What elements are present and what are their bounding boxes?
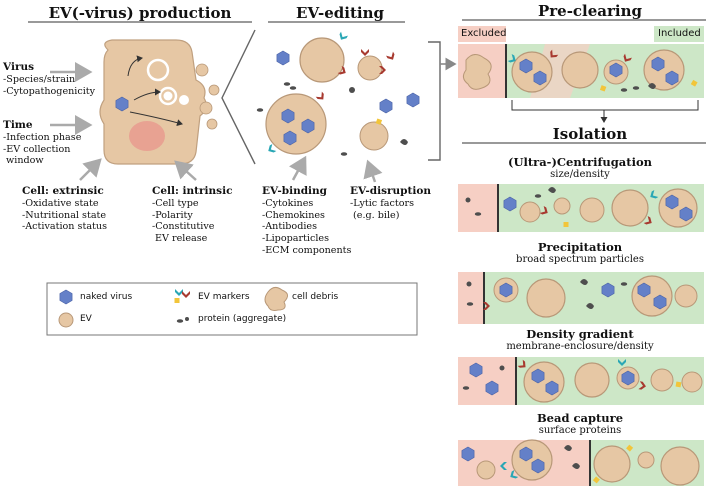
method-name: Bead capture [536,411,624,425]
virus-heading: Virus [3,61,35,73]
method-desc: broad spectrum particles [516,254,644,265]
production-title: EV(-virus) production [48,4,232,22]
ev-binding-factors: EV-binding -Cytokines -Chemokines -Antib… [262,185,352,257]
intrinsic-item: -Constitutive [152,221,215,233]
method-name: Precipitation [537,240,623,254]
preclearing-strip [458,26,704,98]
legend-protein-label: protein (aggregate) [198,314,287,324]
strip-density-gradient [458,357,704,405]
ev-disruption-heading: EV-disruption [350,185,431,197]
isolation-bracket [511,100,699,111]
arrow-intrinsic [174,160,197,181]
editing-bracket [428,41,441,161]
excluded-label: Excluded [461,28,507,39]
strip-bead-capture [458,439,704,486]
extrinsic-heading: Cell: extrinsic [22,185,104,197]
time-item: -Infection phase [3,131,82,143]
preclearing-title: Pre-clearing [537,2,643,20]
ev-disruption-factors: EV-disruption -Lytic factors (e.g. bile) [350,185,431,221]
method-desc: size/density [550,169,610,180]
ev-binding-item: -Chemokines [262,209,325,221]
extrinsic-item: -Activation status [22,221,107,233]
time-heading: Time [3,119,33,131]
editing-title: EV-editing [296,4,384,22]
virus-item: -Cytopathogenicity [3,85,96,97]
legend-ev-label: EV [80,314,92,324]
intrinsic-item: -Cell type [152,197,199,209]
intrinsic-item: -Polarity [152,209,193,221]
extrinsic-item: -Nutritional state [22,209,107,221]
ev-binding-item: -Cytokines [262,197,314,209]
arrow-binding [289,155,307,181]
intrinsic-item: EV release [152,233,208,245]
time-factors: Time -Infection phase -EV collection win… [3,119,82,167]
legend-protein-symbol [176,317,189,323]
method-name: Density gradient [526,327,634,341]
method-name: (Ultra-)Centrifugation [508,155,652,169]
extrinsic-item: -Oxidative state [22,197,99,209]
legend-debris-symbol [264,286,288,311]
producing-cell [99,39,207,165]
intrinsic-heading: Cell: intrinsic [152,185,233,197]
virus-factors: Virus -Species/strain -Cytopathogenicity [3,61,96,97]
intrinsic-factors: Cell: intrinsic -Cell type -Polarity -Co… [152,185,233,245]
legend-ev-symbol [58,312,74,328]
arrow-disruption [363,159,383,183]
legend-naked-virus-label: naked virus [80,292,133,302]
time-item: window [3,155,44,167]
legend-box [46,282,418,336]
time-item: -EV collection [3,143,71,155]
isolation-title: Isolation [552,125,628,143]
legend-cell-debris-label: cell debris [292,292,339,302]
ev-editing-cluster [256,31,420,156]
ev-released [199,101,213,115]
method-desc: membrane-enclosure/density [506,341,654,352]
virus-item: -Species/strain [3,73,76,85]
ev-released [195,63,209,77]
method-desc: surface proteins [538,425,622,436]
ev-disruption-item: (e.g. bile) [350,209,400,221]
strip-precipitation [458,272,704,324]
ev-disruption-item: -Lytic factors [350,197,414,209]
strip-centrifugation [458,184,704,232]
ev-binding-heading: EV-binding [262,185,328,197]
legend-ev-markers-label: EV markers [198,292,250,302]
ev-released [208,84,220,96]
ev-binding-item: -ECM components [262,244,352,256]
ev-released [206,118,218,130]
ev-binding-item: -Antibodies [262,221,318,233]
extrinsic-factors: Cell: extrinsic -Oxidative state -Nutrit… [22,185,107,233]
included-label: Included [658,28,701,39]
arrow-extrinsic [79,158,102,181]
zoom-lines [221,29,256,165]
ev-binding-item: -Lipoparticles [262,233,330,245]
